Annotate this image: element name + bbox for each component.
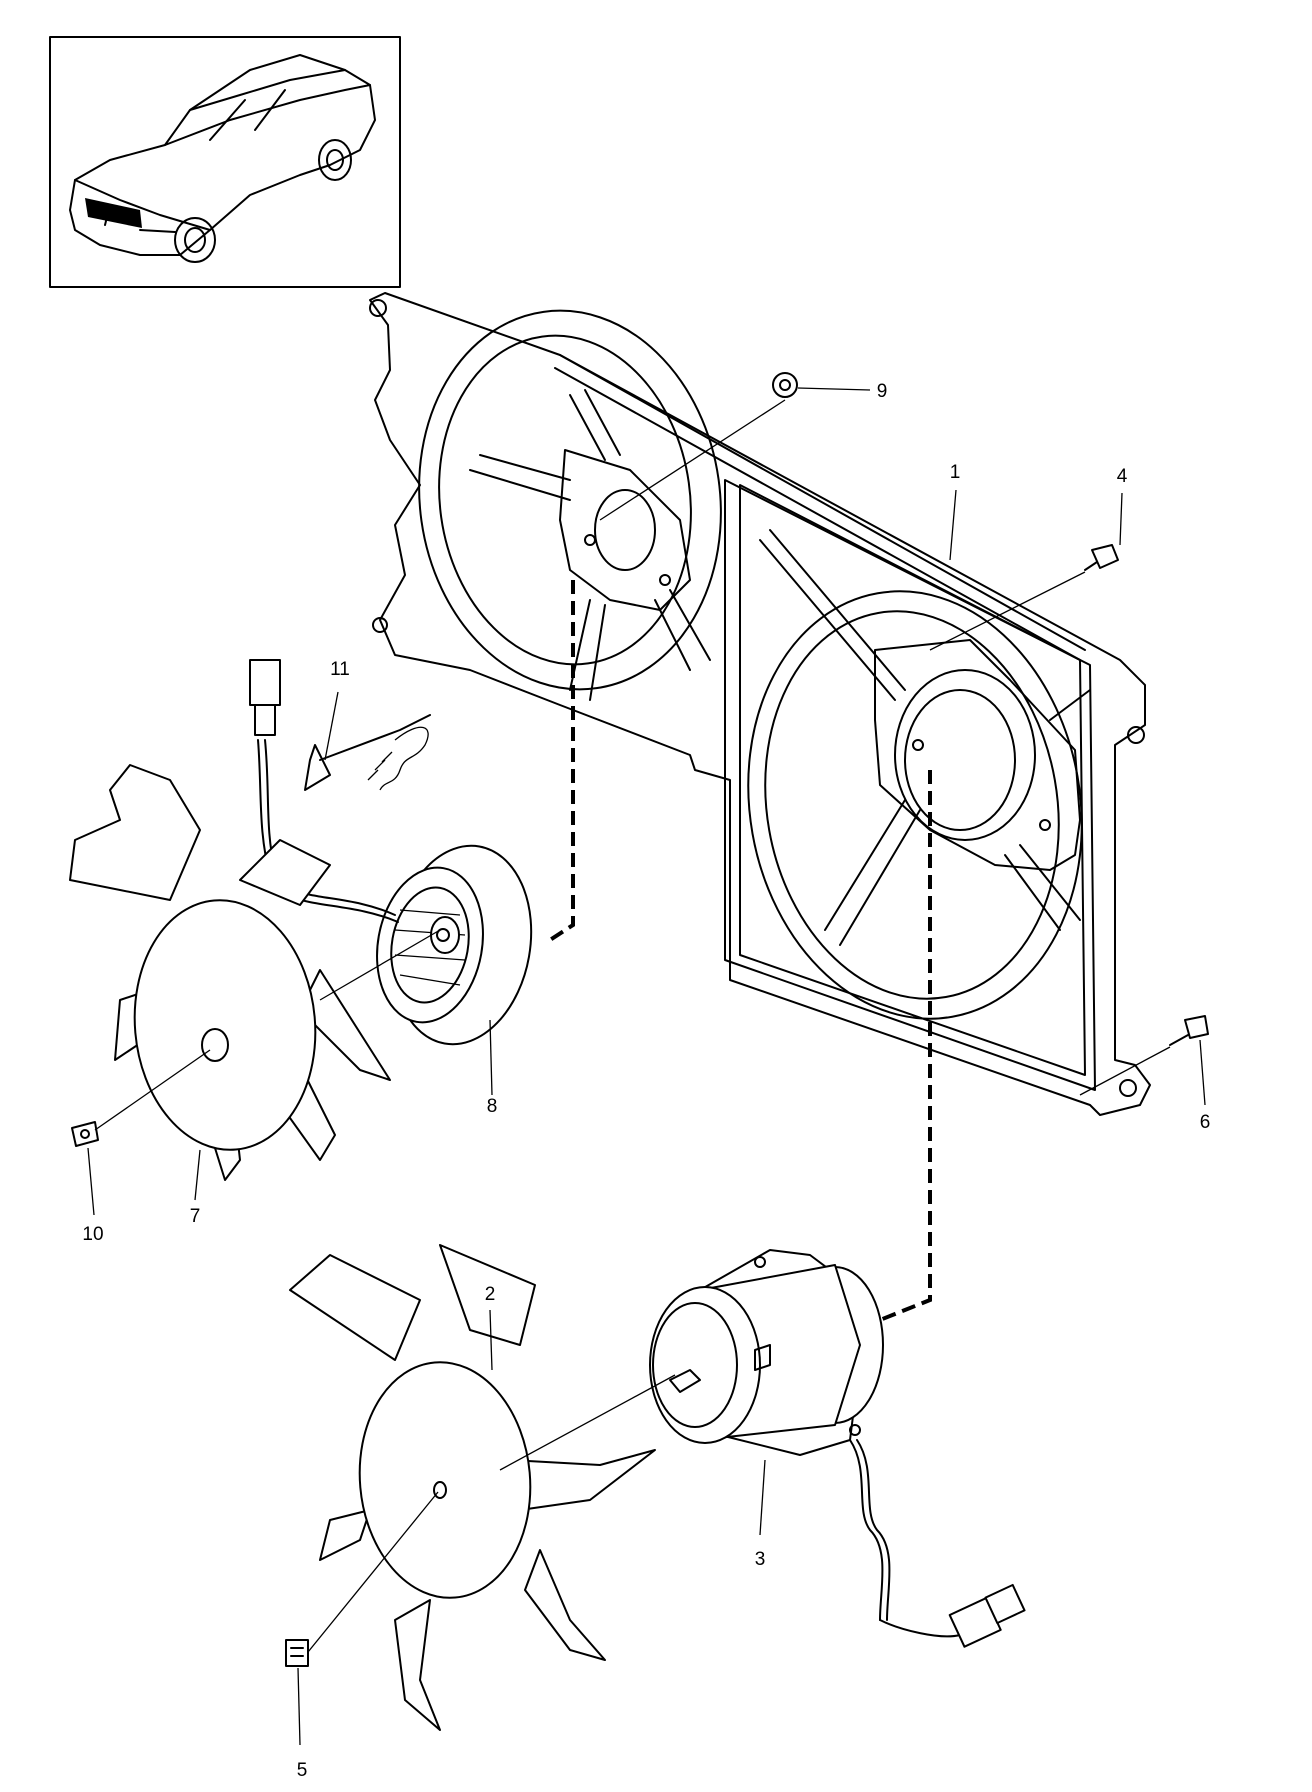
car-outline-icon	[69, 54, 376, 263]
fastener-bolt-6	[1169, 1015, 1209, 1046]
callout-3: 3	[755, 1549, 766, 1570]
assembly-alignment-lines	[94, 399, 1171, 1653]
callout-10: 10	[82, 1224, 103, 1245]
callout-11: 11	[330, 659, 350, 680]
right-fan-blade	[289, 1244, 656, 1731]
vehicle-location-inset	[49, 36, 401, 288]
fastener-clip-5	[285, 1639, 309, 1667]
callout-4: 4	[1117, 466, 1128, 487]
fan-shroud	[369, 292, 1151, 1116]
callout-leader-lines	[87, 387, 1206, 1746]
fastener-bolt-4	[1084, 544, 1119, 571]
callout-9: 9	[877, 381, 888, 402]
right-fan-motor	[649, 1249, 1026, 1648]
callout-2: 2	[485, 1284, 496, 1305]
fastener-nut-10	[71, 1121, 99, 1147]
callout-7: 7	[190, 1206, 201, 1227]
callout-1: 1	[950, 462, 961, 483]
callout-6: 6	[1200, 1112, 1211, 1133]
callout-labels: 1 2 3 4 5 6 7 8 9 10 11	[82, 381, 1210, 1781]
callout-5: 5	[297, 1760, 308, 1781]
fastener-nut-9	[772, 372, 798, 398]
left-fan-motor	[376, 844, 533, 1046]
left-fan-blade	[69, 764, 391, 1181]
callout-8: 8	[487, 1096, 498, 1117]
